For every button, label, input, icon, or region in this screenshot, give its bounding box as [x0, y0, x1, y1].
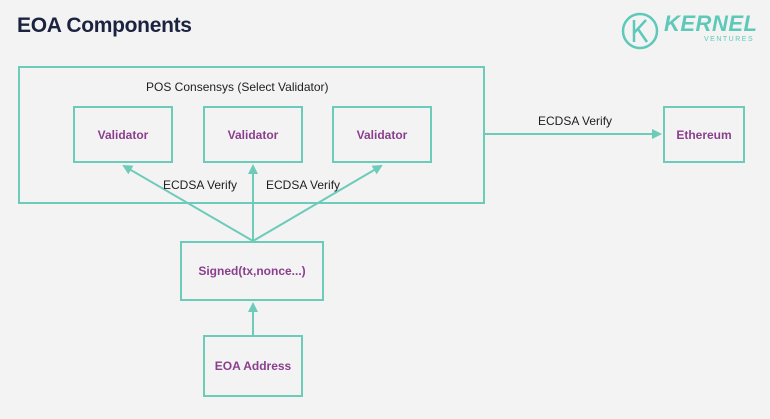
pos-consensus-container	[18, 66, 485, 204]
edge-signed-to-validator-1	[122, 164, 254, 242]
signed-node: Signed(tx,nonce...)	[180, 241, 324, 301]
eoa-address-node: EOA Address	[203, 335, 303, 397]
page-title: EOA Components	[17, 14, 192, 37]
ethereum-node: Ethereum	[663, 106, 745, 163]
logo-subtitle: VENTURES	[704, 36, 755, 43]
edge-signed-to-validator-3	[252, 164, 383, 242]
edge-label-ecdsa-left: ECDSA Verify	[163, 178, 238, 192]
validator-node-2: Validator	[203, 106, 303, 163]
validator-node-1: Validator	[73, 106, 173, 163]
pos-consensus-label: POS Consensys (Select Validator)	[146, 80, 329, 94]
validator-node-3: Validator	[332, 106, 432, 163]
kernel-ventures-logo: KERNEL VENTURES	[620, 11, 757, 51]
kernel-logo-icon	[621, 12, 659, 50]
edge-label-ecdsa-mid: ECDSA Verify	[266, 178, 341, 192]
logo-wordmark: KERNEL	[664, 11, 758, 36]
edge-label-ecdsa-ethereum: ECDSA Verify	[538, 114, 613, 128]
